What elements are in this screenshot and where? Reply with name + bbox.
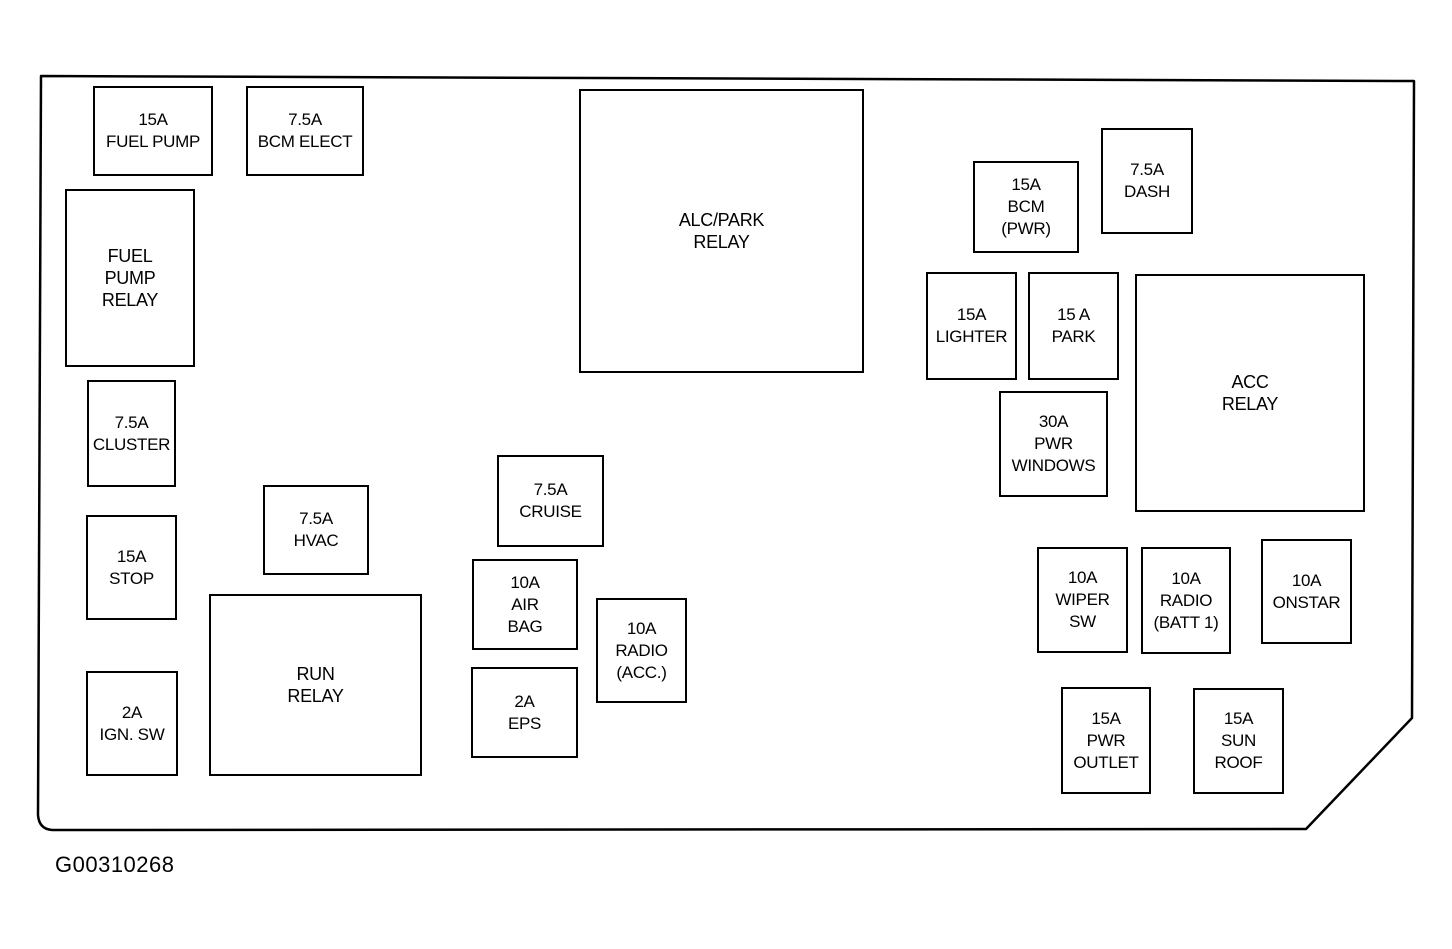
fuse-label: LIGHTER: [935, 327, 1008, 346]
fuse-rating: 15A: [138, 110, 168, 129]
fuse-rating: 15A: [956, 305, 987, 324]
fuse-radio-batt: 10A RADIO (BATT 1): [1141, 547, 1231, 654]
fuse-label: PARK: [1051, 327, 1096, 346]
relay-label: RELAY: [101, 290, 159, 310]
fuse-label: WIPER: [1055, 590, 1110, 609]
fuse-onstar: 10A ONSTAR: [1261, 539, 1352, 644]
fuse-fuel-pump: 15A FUEL PUMP: [93, 86, 213, 176]
fuse-pwr-outlet: 15A PWR OUTLET: [1061, 687, 1151, 794]
relay-label: ACC: [1231, 372, 1269, 392]
fuse-rating: 30A: [1038, 412, 1069, 431]
relay-label: FUEL: [107, 246, 153, 266]
fuse-hvac: 7.5A HVAC: [263, 485, 369, 575]
fuse-rating: 7.5A: [114, 412, 149, 432]
fuse-rating: 7.5A: [1130, 160, 1164, 179]
fuse-label: RADIO: [1159, 590, 1213, 610]
relay-alc-park: ALC/PARK RELAY: [579, 89, 864, 373]
fuse-label: RADIO: [615, 640, 668, 660]
figure-id: G00310268: [55, 852, 175, 877]
fuse-label: FUEL PUMP: [106, 132, 200, 151]
fuse-label: HVAC: [293, 531, 339, 550]
fuse-bcm-pwr: 15A BCM (PWR): [973, 161, 1079, 253]
fuse-air-bag: 10A AIR BAG: [472, 559, 578, 650]
fuse-label: PWR: [1034, 434, 1073, 453]
relay-label: RUN: [296, 664, 335, 684]
fuse-rating: 7.5A: [299, 509, 333, 528]
fuse-label: (ACC.): [616, 662, 667, 682]
fuse-lighter: 15A LIGHTER: [926, 272, 1017, 380]
fuse-rating: 2A: [121, 702, 143, 722]
fuse-bcm-elect: 7.5A BCM ELECT: [246, 86, 364, 176]
fuse-rating: 15A: [1011, 175, 1041, 194]
fuse-label: EPS: [507, 713, 542, 733]
fuse-rating: 10A: [510, 572, 540, 592]
relay-label: RELAY: [1221, 394, 1279, 414]
fuse-sun-roof: 15A SUN ROOF: [1193, 688, 1284, 794]
fuse-rating: 7.5A: [288, 110, 322, 129]
fuse-rating: 15A: [1091, 708, 1121, 728]
fuse-park: 15 A PARK: [1028, 272, 1119, 380]
fuse-rating: 15A: [1223, 709, 1254, 728]
fuse-label: SUN: [1221, 731, 1256, 750]
fuse-label: CLUSTER: [92, 434, 171, 454]
relay-label: RELAY: [287, 686, 344, 706]
fuse-label: OUTLET: [1073, 752, 1139, 772]
fuse-rating: 7.5A: [533, 480, 568, 499]
relay-label: PUMP: [104, 268, 156, 288]
fuse-label: AIR: [511, 594, 539, 614]
fuse-label: ROOF: [1214, 753, 1263, 772]
fuse-label: SW: [1069, 612, 1096, 631]
fuse-stop: 15A STOP: [86, 515, 177, 620]
fuse-label: (BATT 1): [1153, 612, 1219, 632]
fuse-radio-acc: 10A RADIO (ACC.): [596, 598, 687, 703]
fuse-label: WINDOWS: [1011, 456, 1096, 475]
fuse-label: STOP: [109, 568, 154, 588]
relay-label: RELAY: [693, 232, 750, 252]
fuse-label: DASH: [1123, 182, 1171, 201]
fuse-dash: 7.5A DASH: [1101, 128, 1193, 234]
fuse-label: BAG: [507, 616, 543, 636]
fuse-rating: 2A: [514, 691, 535, 711]
fuse-label: CRUISE: [519, 502, 582, 521]
fuse-rating: 15A: [116, 546, 147, 566]
relay-label: ALC/PARK: [678, 210, 765, 230]
fuse-eps: 2A EPS: [471, 667, 578, 758]
relay-fuel-pump: FUEL PUMP RELAY: [65, 189, 195, 367]
fuse-label: BCM: [1007, 197, 1045, 216]
relay-acc: ACC RELAY: [1135, 274, 1365, 512]
fuse-wiper-sw: 10A WIPER SW: [1037, 547, 1128, 653]
fuse-rating: 10A: [1291, 570, 1322, 590]
relay-run: RUN RELAY: [209, 594, 422, 776]
fuse-rating: 10A: [1067, 568, 1098, 587]
fuse-cruise: 7.5A CRUISE: [497, 455, 604, 547]
fuse-rating: 10A: [626, 618, 657, 638]
fuse-pwr-windows: 30A PWR WINDOWS: [999, 391, 1108, 497]
fuse-label: PWR: [1086, 730, 1126, 750]
fuse-label: ONSTAR: [1272, 592, 1341, 612]
fuse-rating: 10A: [1171, 568, 1201, 588]
fuse-cluster: 7.5A CLUSTER: [87, 380, 176, 487]
fuse-label: IGN. SW: [99, 724, 165, 744]
fuse-label: BCM ELECT: [257, 132, 353, 151]
fuse-ign-sw: 2A IGN. SW: [86, 671, 178, 776]
fuse-rating: 15 A: [1057, 305, 1090, 324]
fuse-label: (PWR): [1001, 219, 1051, 238]
